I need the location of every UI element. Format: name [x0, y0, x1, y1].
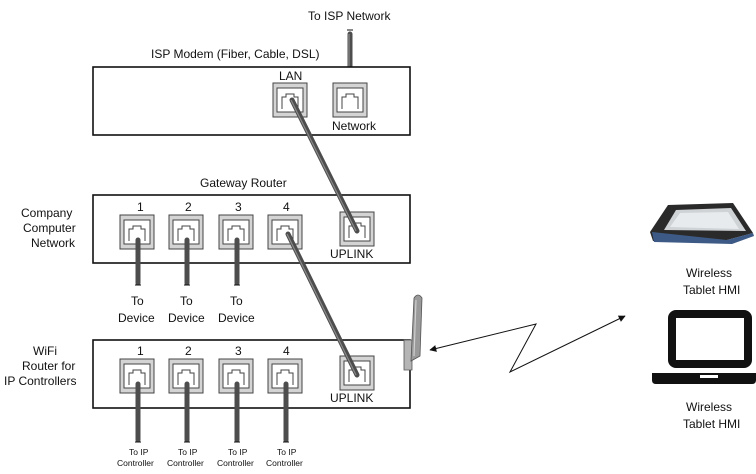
svg-text:Tablet HMI: Tablet HMI [683, 283, 740, 297]
gateway-port-number: 1 [137, 200, 144, 214]
svg-text:Controller: Controller [117, 458, 154, 468]
device-label-2: To Device [168, 294, 205, 325]
svg-text:Device: Device [168, 311, 205, 325]
gateway-device-cables [135, 237, 240, 286]
wifi-port-number: 2 [185, 344, 192, 358]
gateway-uplink-label: UPLINK [330, 247, 373, 261]
tablet-label: Wireless Tablet HMI [683, 266, 740, 297]
svg-text:To: To [230, 294, 243, 308]
wireless-link-icon [429, 315, 626, 374]
modem-to-gateway-cable [289, 97, 360, 234]
svg-text:Company: Company [21, 206, 72, 220]
svg-text:To IP: To IP [228, 447, 248, 457]
svg-text:To IP: To IP [178, 447, 198, 457]
svg-text:Wireless: Wireless [686, 266, 732, 280]
svg-text:To: To [131, 294, 144, 308]
laptop-icon [652, 310, 756, 384]
modem-network-port-icon [332, 82, 368, 118]
modem-network-label: Network [332, 119, 377, 133]
svg-text:Wireless: Wireless [686, 400, 732, 414]
controller-label-1: To IP Controller [117, 447, 154, 468]
device-label-1: To Device [118, 294, 155, 325]
gateway-port-number: 4 [283, 200, 290, 214]
svg-text:Computer: Computer [23, 221, 76, 235]
wifi-port-number: 3 [235, 344, 242, 358]
wifi-port-number: 4 [283, 344, 290, 358]
tablet-icon [650, 203, 754, 244]
svg-text:Controller: Controller [167, 458, 204, 468]
gateway-ports: 1 2 3 4 [119, 200, 375, 250]
wifi-router-side-label: WiFi Router for IP Controllers [4, 344, 76, 388]
gateway-port-number: 2 [185, 200, 192, 214]
controller-label-2: To IP Controller [167, 447, 204, 468]
svg-text:Router for: Router for [22, 359, 75, 373]
svg-text:WiFi: WiFi [33, 344, 57, 358]
controller-label-3: To IP Controller [217, 447, 254, 468]
svg-text:To IP: To IP [129, 447, 149, 457]
gateway-port-4-icon [267, 214, 303, 250]
controller-label-4: To IP Controller [266, 447, 303, 468]
gateway-to-wifi-cable [285, 231, 360, 378]
isp-network-label: To ISP Network [308, 9, 391, 23]
svg-text:Device: Device [218, 311, 255, 325]
svg-text:Controller: Controller [266, 458, 303, 468]
wifi-router-ports: 1 2 3 4 [119, 344, 375, 394]
svg-text:Tablet HMI: Tablet HMI [683, 417, 740, 431]
svg-text:IP Controllers: IP Controllers [4, 374, 76, 388]
antenna-icon [403, 294, 423, 371]
modem-lan-label: LAN [279, 69, 302, 83]
wifi-controller-cables [135, 381, 289, 443]
svg-text:Controller: Controller [217, 458, 254, 468]
svg-text:To: To [180, 294, 193, 308]
laptop-label: Wireless Tablet HMI [683, 400, 740, 431]
svg-text:Network: Network [31, 236, 76, 250]
device-label-3: To Device [218, 294, 255, 325]
modem-title: ISP Modem (Fiber, Cable, DSL) [151, 47, 320, 61]
wifi-uplink-label: UPLINK [330, 391, 373, 405]
svg-text:To IP: To IP [277, 447, 297, 457]
wifi-port-number: 1 [137, 344, 144, 358]
gateway-title: Gateway Router [200, 176, 287, 190]
gateway-port-number: 3 [235, 200, 242, 214]
gateway-side-label: Company Computer Network [21, 206, 76, 250]
svg-text:Device: Device [118, 311, 155, 325]
